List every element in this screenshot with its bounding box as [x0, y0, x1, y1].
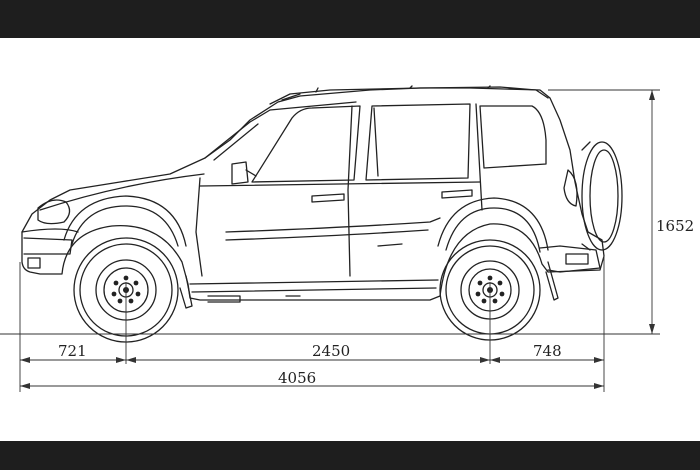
drawing-canvas [0, 38, 700, 441]
wheelbase-label: 2450 [312, 342, 350, 360]
rear-overhang-label: 748 [533, 342, 562, 360]
top-letterbox-bar [0, 0, 700, 38]
front-overhang-label: 721 [58, 342, 87, 360]
dimension-lines [0, 89, 660, 392]
vehicle-outline [21, 85, 623, 309]
dimension-arrows [20, 90, 655, 389]
overall-length-label: 4056 [278, 369, 316, 387]
height-label: 1652 [656, 217, 694, 235]
rear-wheel [439, 239, 541, 341]
bottom-letterbox-bar [0, 441, 700, 470]
